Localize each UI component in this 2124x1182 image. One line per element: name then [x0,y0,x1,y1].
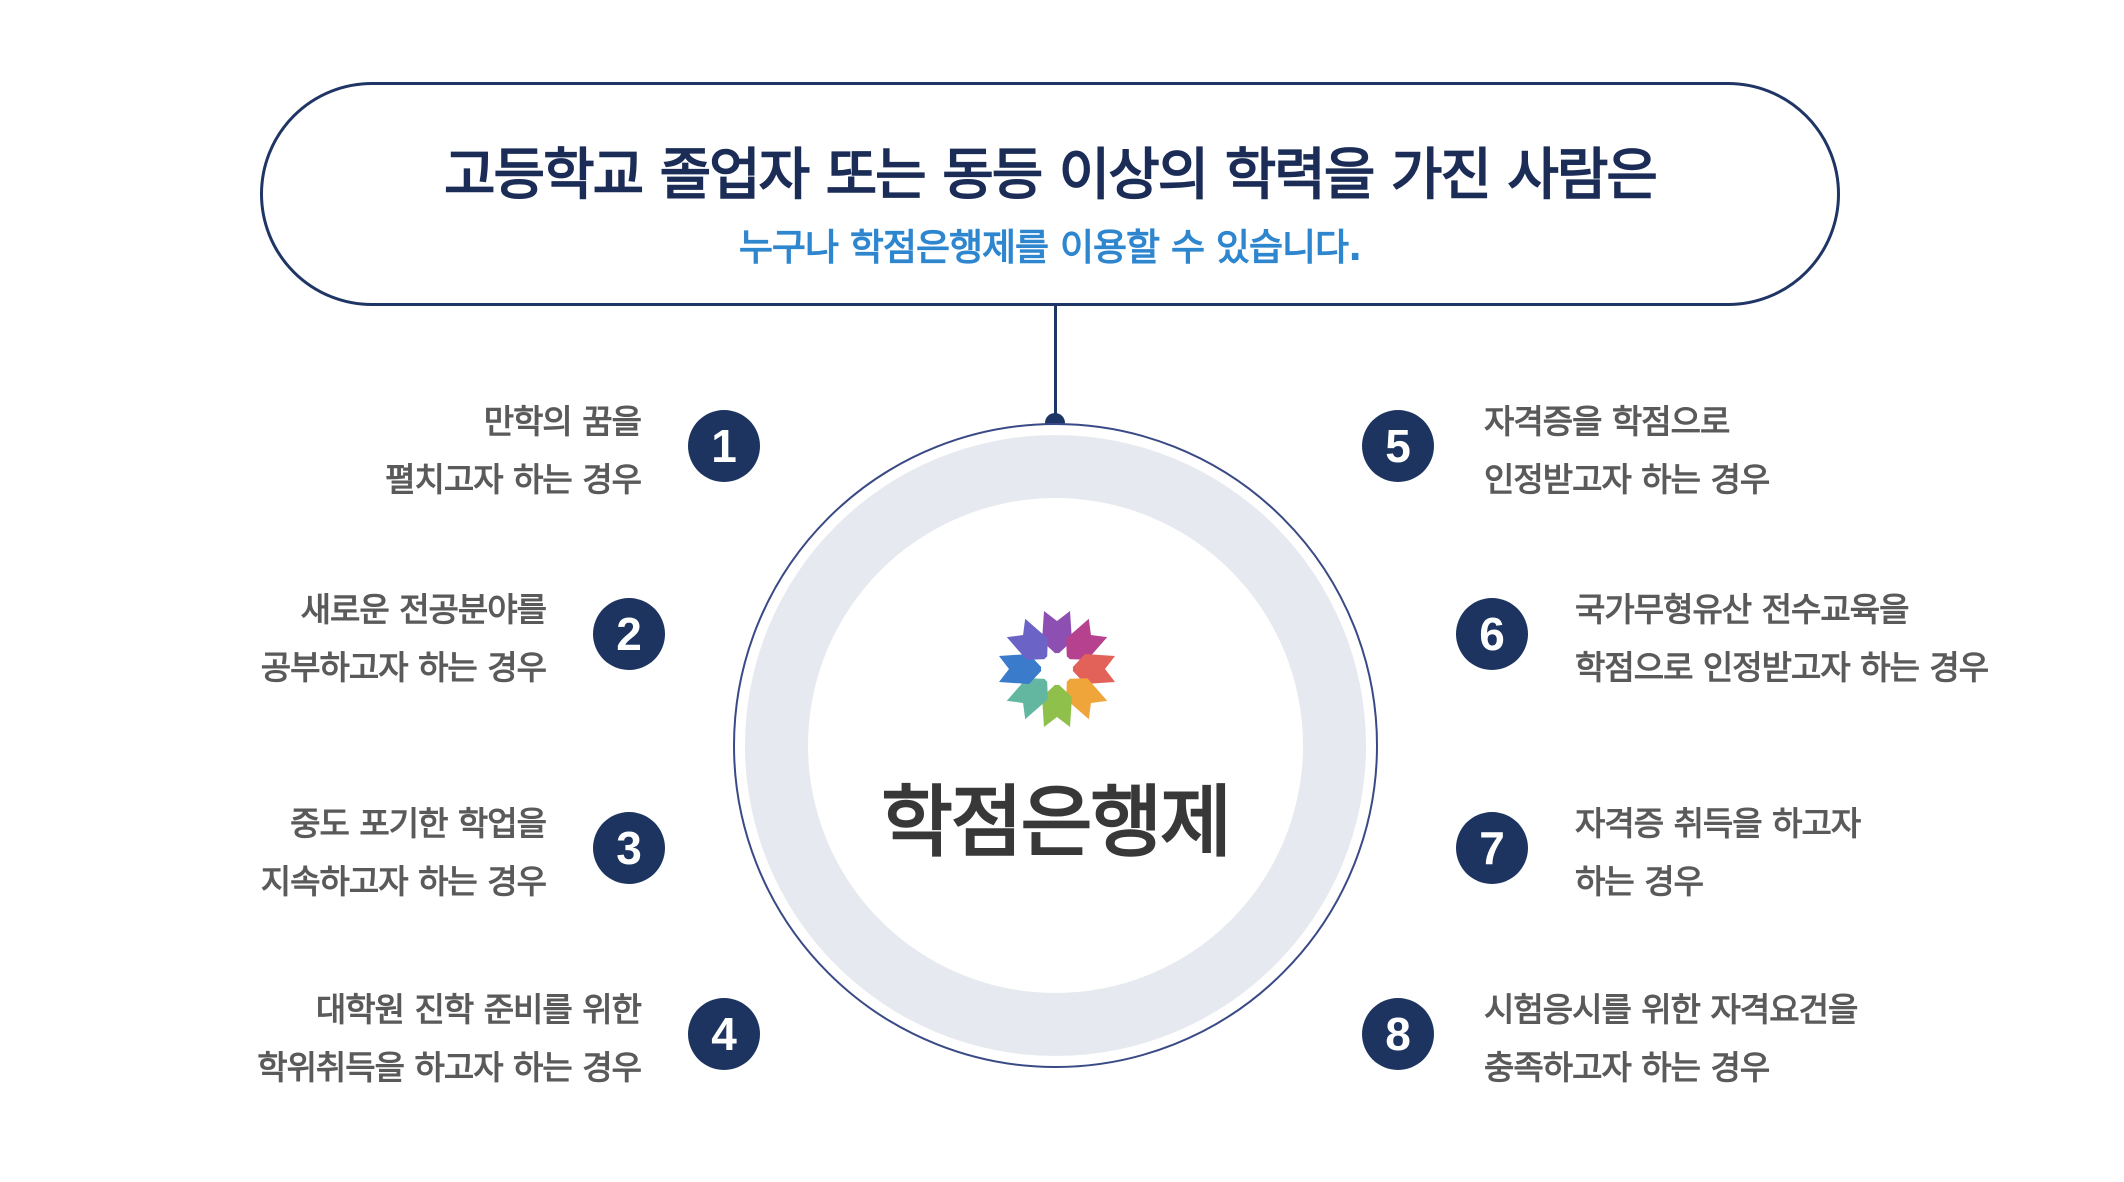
case-1-badge: 1 [688,410,760,482]
case-6-line2: 학점으로 인정받고자 하는 경우 [1575,648,1989,687]
banner-subtitle: 누구나 학점은행제를 이용할 수 있습니다. [738,226,1362,269]
case-6-badge: 6 [1456,598,1528,670]
case-3-text: 중도 포기한 학업을 지속하고자 하는 경우 [260,795,547,911]
headline-banner: 고등학교 졸업자 또는 동등 이상의 학력을 가진 사람은 누구나 학점은행제를… [260,82,1840,306]
case-2-badge: 2 [593,598,665,670]
logo-petal [1066,678,1108,720]
logo-petal [999,654,1043,684]
case-4-line1: 대학원 진학 준비를 위한 [315,990,642,1029]
case-8-line1: 시험응시를 위한 자격요건을 [1484,990,1858,1029]
case-2-line2: 공부하고자 하는 경우 [260,648,547,687]
connector-line [1054,306,1057,422]
case-2-text: 새로운 전공분야를 공부하고자 하는 경우 [260,581,547,697]
case-8-text: 시험응시를 위한 자격요건을 충족하고자 하는 경우 [1484,981,1858,1097]
flower-logo-icon [999,611,1115,727]
logo-petal [1006,678,1048,720]
logo-petal [1042,683,1072,727]
logo-petal [1006,618,1048,660]
case-1-line1: 만학의 꿈을 [483,402,642,441]
case-4-badge: 4 [688,998,760,1070]
case-7-badge: 7 [1456,812,1528,884]
case-6-text: 국가무형유산 전수교육을 학점으로 인정받고자 하는 경우 [1575,581,1989,697]
case-1-line2: 펼치고자 하는 경우 [385,460,642,499]
case-2-line1: 새로운 전공분야를 [300,590,547,629]
logo-petal [1071,654,1115,684]
case-5-line1: 자격증을 학점으로 [1484,402,1730,441]
case-7-line2: 하는 경우 [1575,862,1704,901]
case-5-badge: 5 [1362,410,1434,482]
case-4-line2: 학위취득을 하고자 하는 경우 [257,1048,642,1087]
case-4-text: 대학원 진학 준비를 위한 학위취득을 하고자 하는 경우 [257,981,642,1097]
center-circle [808,498,1303,993]
banner-title: 고등학교 졸업자 또는 동등 이상의 학력을 가진 사람은 [444,143,1658,208]
case-8-badge: 8 [1362,998,1434,1070]
case-3-line1: 중도 포기한 학업을 [290,804,547,843]
logo-petal [1042,611,1072,655]
case-1-text: 만학의 꿈을 펼치고자 하는 경우 [385,393,642,509]
case-3-badge: 3 [593,812,665,884]
case-5-line2: 인정받고자 하는 경우 [1484,460,1770,499]
case-5-text: 자격증을 학점으로 인정받고자 하는 경우 [1484,393,1770,509]
case-6-line1: 국가무형유산 전수교육을 [1575,590,1909,629]
logo-petal [1066,618,1108,660]
case-7-line1: 자격증 취득을 하고자 [1575,804,1861,843]
case-3-line2: 지속하고자 하는 경우 [260,862,547,901]
logo-center [1041,653,1073,685]
case-8-line2: 충족하고자 하는 경우 [1484,1048,1770,1087]
center-title: 학점은행제 [881,778,1232,868]
case-7-text: 자격증 취득을 하고자 하는 경우 [1575,795,1861,911]
